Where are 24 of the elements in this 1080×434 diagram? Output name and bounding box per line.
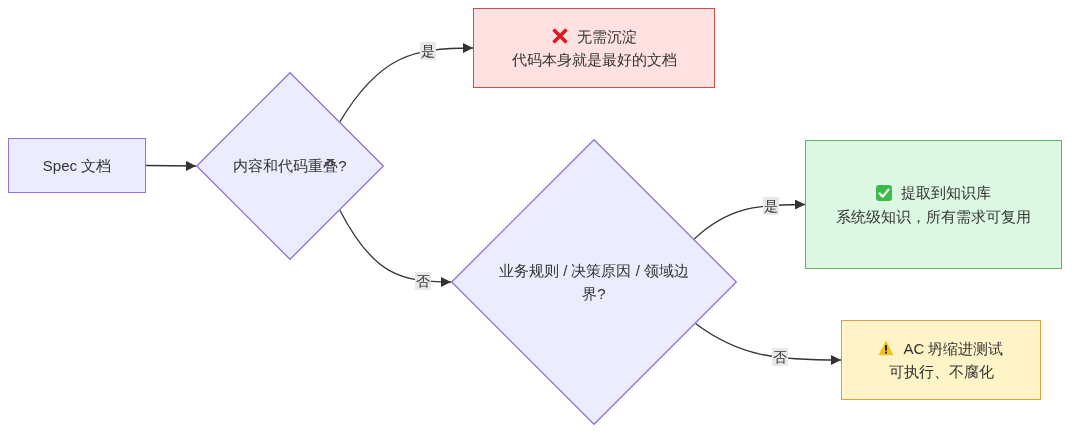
arrow <box>339 209 452 287</box>
process-box <box>8 138 146 193</box>
step-label: Spec 文档 <box>42 155 112 176</box>
outcome-title: 无需沉淀 <box>576 26 637 47</box>
question-text: 内容和代码重叠? <box>233 156 347 177</box>
arrow <box>145 160 197 171</box>
outcome-box <box>841 320 1041 400</box>
arrow <box>339 43 474 123</box>
edge-label: 是 <box>763 196 780 215</box>
decision-diamond <box>196 72 384 260</box>
outcome-note: 可执行、不腐化 <box>888 362 994 382</box>
edge-label: 否 <box>414 271 431 290</box>
decision-diamond <box>451 139 737 425</box>
outcome-note: 系统级知识，所有需求可复用 <box>836 206 1031 227</box>
outcome-box <box>805 140 1062 269</box>
arrow <box>693 199 806 240</box>
outcome-box <box>473 8 715 88</box>
edge-label: 否 <box>771 348 788 367</box>
question-text: 业务规则 / 决策原因 / 领域边界? <box>498 260 690 304</box>
arrow <box>694 322 842 365</box>
outcome-title: 提取到知识库 <box>901 183 991 204</box>
outcome-note: 代码本身就是最好的文档 <box>511 50 677 70</box>
edge-label: 是 <box>419 41 436 60</box>
outcome-title: AC 坍缩进测试 <box>903 338 1004 359</box>
